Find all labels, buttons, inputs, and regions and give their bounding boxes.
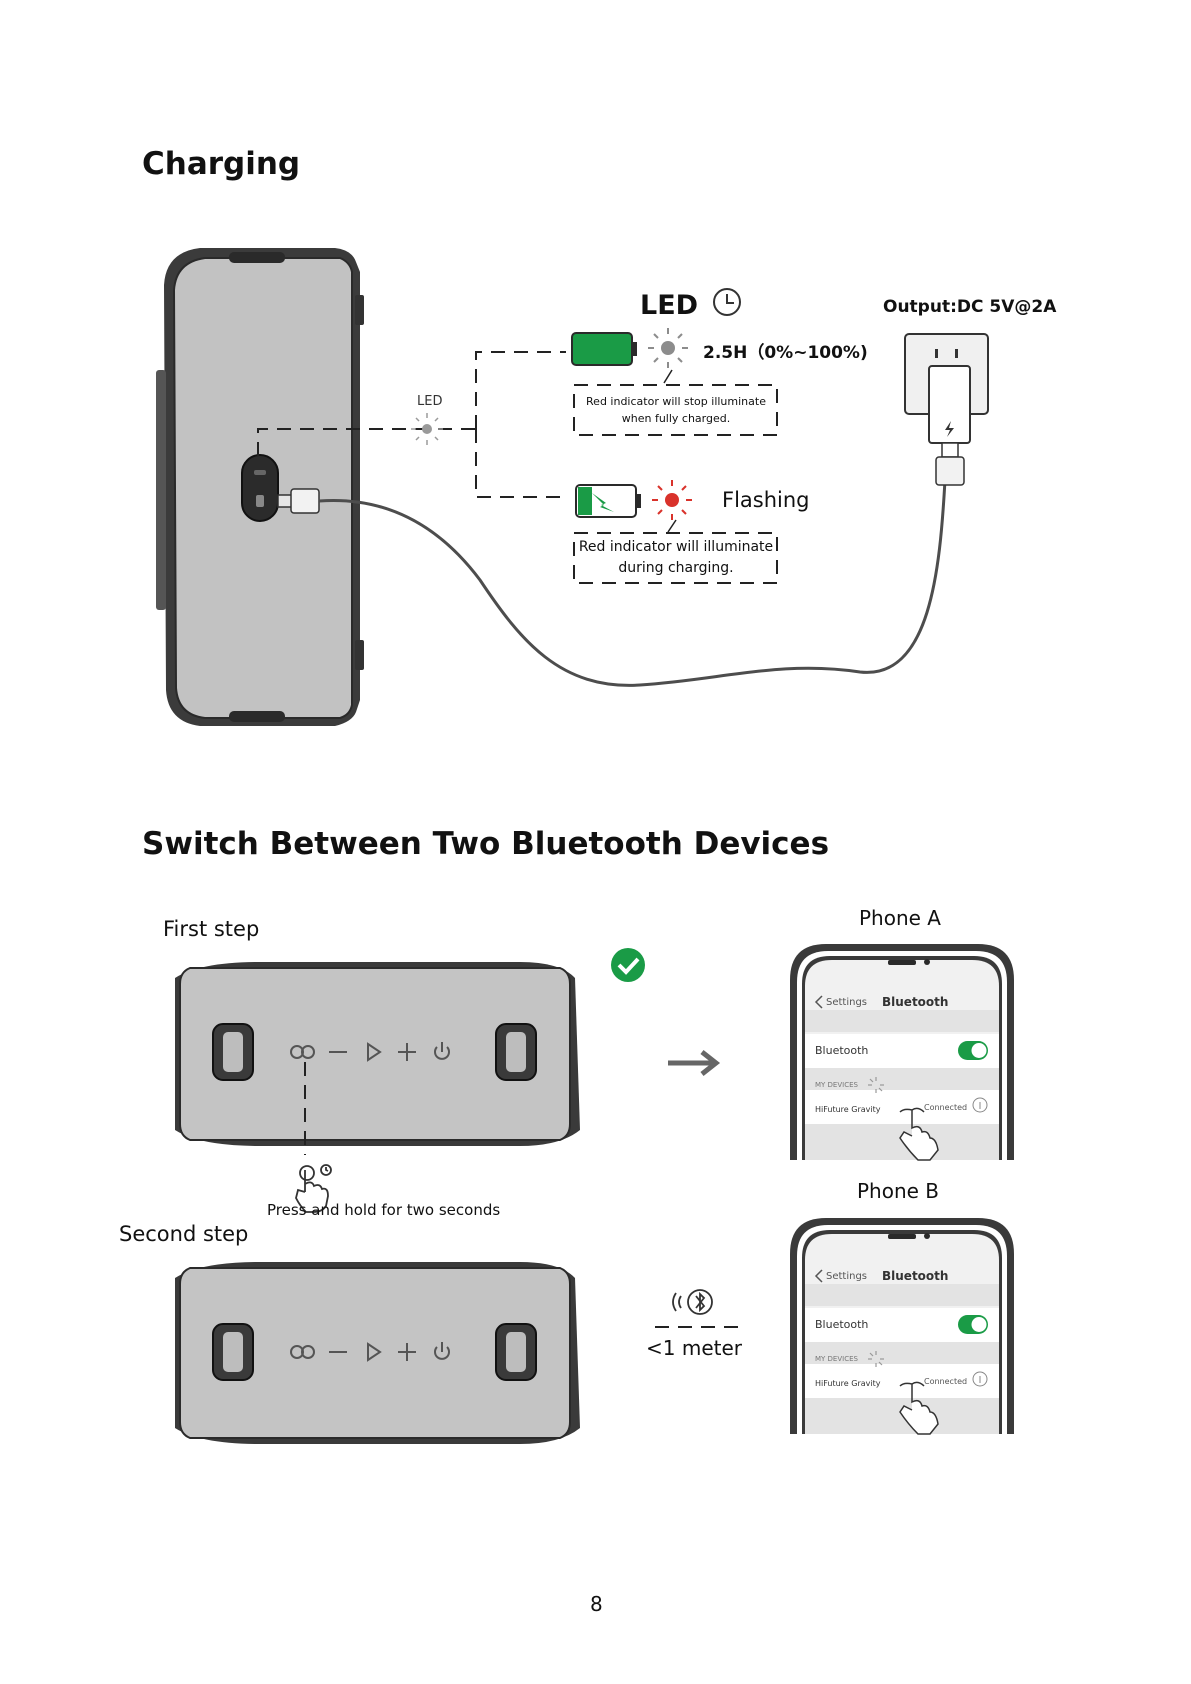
battery-charging-icon	[575, 484, 641, 518]
first-step-label: First step	[163, 917, 260, 941]
arrow-right-icon	[668, 1050, 721, 1076]
phone-a-back[interactable]: Settings	[826, 997, 868, 1008]
note-charging-line2: during charging.	[618, 560, 734, 576]
charging-diagram	[156, 248, 989, 726]
note-box-full	[573, 384, 778, 436]
phone-b-section: MY DEVICES	[815, 1355, 858, 1363]
phone-a-device[interactable]: HiFuture Gravity	[815, 1105, 881, 1114]
note-full: Red indicator will stop illuminate when …	[576, 393, 776, 427]
phone-b-status: Connected	[924, 1377, 968, 1386]
speaker-top-view-first	[175, 962, 580, 1146]
wall-adapter-icon	[904, 333, 989, 486]
press-hold-instruction: Press and hold for two seconds	[267, 1201, 501, 1219]
speaker-side-view	[156, 248, 364, 726]
second-step-label: Second step	[119, 1222, 249, 1246]
phone-b-back[interactable]: Settings	[826, 1271, 868, 1282]
phone-a-title: Phone A	[859, 906, 941, 930]
battery-full-icon	[571, 332, 637, 366]
phone-a-screen-title: Bluetooth	[882, 995, 949, 1009]
phone-b-bluetooth-label: Bluetooth	[815, 1318, 869, 1331]
bluetooth-signal-icon	[672, 1289, 713, 1315]
phone-a-section: MY DEVICES	[815, 1081, 858, 1089]
phone-b-screen-title: Bluetooth	[882, 1269, 949, 1283]
led-red-star-icon	[652, 480, 692, 533]
charge-time: 2.5H（0%~100%)	[703, 343, 868, 363]
success-check-icon	[611, 948, 645, 982]
section-title-switch: Switch Between Two Bluetooth Devices	[142, 826, 830, 862]
output-spec: Output:DC 5V@2A	[883, 297, 1057, 317]
charging-status: Flashing	[722, 488, 810, 512]
note-charging-line1: Red indicator will illuminate	[578, 539, 774, 555]
note-full-line1: Red indicator will stop illuminate	[586, 395, 766, 408]
charging-cable	[318, 479, 947, 687]
phone-b-device[interactable]: HiFuture Gravity	[815, 1379, 881, 1388]
note-charging: Red indicator will illuminate during cha…	[576, 537, 776, 579]
section-title-charging: Charging	[142, 146, 301, 182]
led-label: LED	[417, 394, 443, 409]
note-full-line2: when fully charged.	[621, 412, 731, 425]
clock-icon	[713, 288, 741, 316]
phone-b-title: Phone B	[857, 1179, 940, 1203]
distance-label: <1 meter	[646, 1336, 742, 1360]
led-grey-star-icon	[648, 328, 688, 384]
led-heading: LED	[640, 290, 699, 321]
note-box-charging	[573, 532, 778, 584]
phone-a-status: Connected	[924, 1103, 968, 1112]
speaker-top-view-second	[175, 1262, 580, 1444]
phone-a-bluetooth-label: Bluetooth	[815, 1044, 869, 1057]
led-dashed-connector	[257, 351, 566, 498]
page-number: 8	[590, 1592, 603, 1616]
led-indicator-icon	[411, 413, 443, 445]
